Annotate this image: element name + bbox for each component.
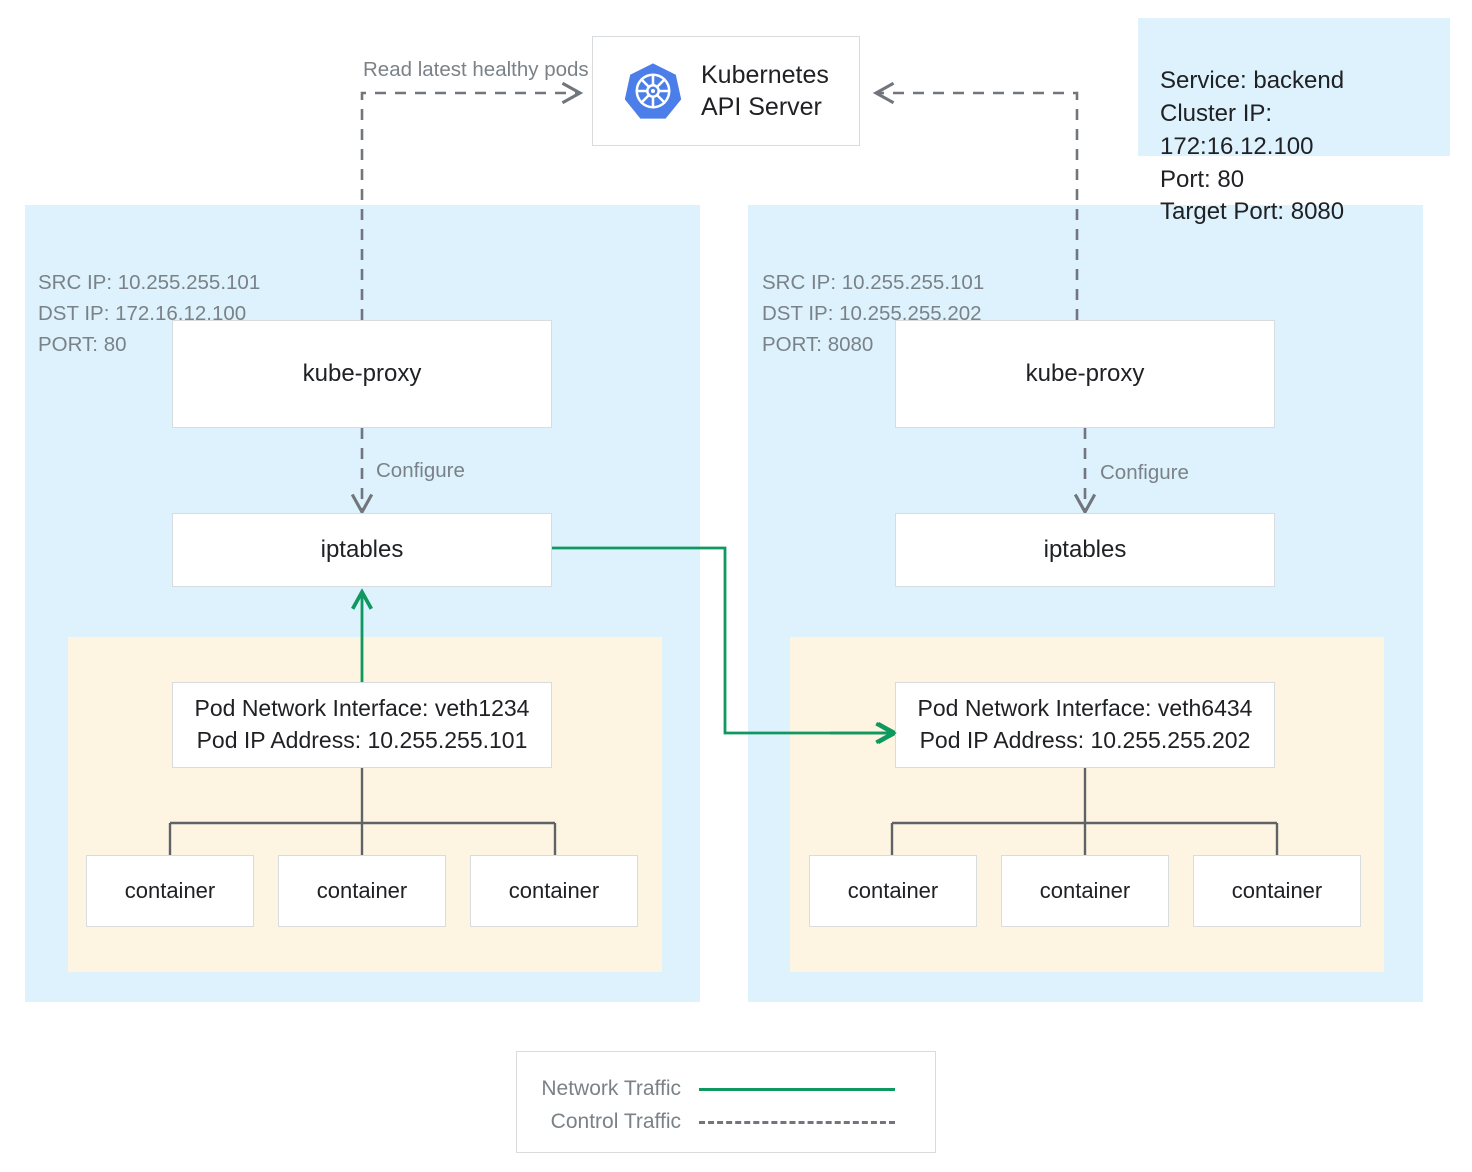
iptables-label-left: iptables — [320, 536, 404, 563]
container-box-left-1[interactable]: container — [86, 855, 254, 927]
legend-swatch-network-traffic — [699, 1087, 895, 1091]
service-info-box: Service: backend Cluster IP: 172:16.12.1… — [1138, 18, 1450, 225]
pod-info-label-right: Pod Network Interface: veth6434 Pod IP A… — [917, 695, 1253, 753]
kube-proxy-label-right: kube-proxy — [1025, 360, 1145, 387]
read-latest-healthy-pods-label: Read latest healthy pods — [363, 58, 589, 82]
node-right-meta: SRC IP: 10.255.255.101 DST IP: 10.255.25… — [762, 236, 984, 361]
node-right-meta-text: SRC IP: 10.255.255.101 DST IP: 10.255.25… — [762, 271, 985, 357]
iptables-box-right[interactable]: iptables — [895, 513, 1275, 587]
configure-label-right: Configure — [1100, 461, 1189, 485]
container-box-right-2[interactable]: container — [1001, 855, 1169, 927]
container-box-left-2[interactable]: container — [278, 855, 446, 927]
node-left-meta: SRC IP: 10.255.255.101 DST IP: 172.16.12… — [38, 236, 260, 361]
container-box-left-3[interactable]: container — [470, 855, 638, 927]
kube-proxy-box-right[interactable]: kube-proxy — [895, 320, 1275, 428]
node-left-meta-text: SRC IP: 10.255.255.101 DST IP: 172.16.12… — [38, 271, 261, 357]
container-label: container — [508, 878, 600, 904]
container-box-right-3[interactable]: container — [1193, 855, 1361, 927]
read-pods-text: Read latest healthy pods — [363, 58, 589, 81]
pod-network-interface-box-left[interactable]: Pod Network Interface: veth1234 Pod IP A… — [172, 682, 552, 768]
legend-row-control-traffic: Control Traffic — [531, 1110, 895, 1134]
container-box-right-1[interactable]: container — [809, 855, 977, 927]
container-label: container — [1039, 878, 1131, 904]
iptables-box-left[interactable]: iptables — [172, 513, 552, 587]
api-server-label: Kubernetes API Server — [701, 60, 829, 122]
configure-left-text: Configure — [376, 459, 465, 482]
kubernetes-api-server-box[interactable]: Kubernetes API Server — [592, 36, 860, 146]
pod-network-interface-box-right[interactable]: Pod Network Interface: veth6434 Pod IP A… — [895, 682, 1275, 768]
container-label: container — [1231, 878, 1323, 904]
container-label: container — [847, 878, 939, 904]
kube-proxy-label-left: kube-proxy — [302, 360, 422, 387]
kube-proxy-box-left[interactable]: kube-proxy — [172, 320, 552, 428]
legend-row-network-traffic: Network Traffic — [531, 1077, 895, 1101]
service-info-text: Service: backend Cluster IP: 172:16.12.1… — [1160, 66, 1345, 226]
pod-info-label-left: Pod Network Interface: veth1234 Pod IP A… — [194, 695, 530, 753]
kubernetes-logo — [623, 61, 683, 121]
legend-label-control-traffic: Control Traffic — [550, 1110, 681, 1133]
container-label: container — [316, 878, 408, 904]
legend-label-network-traffic: Network Traffic — [541, 1077, 681, 1100]
container-label: container — [124, 878, 216, 904]
legend-box: Network Traffic Control Traffic — [516, 1051, 936, 1153]
legend-swatch-control-traffic — [699, 1120, 895, 1124]
iptables-label-right: iptables — [1043, 536, 1127, 563]
configure-label-left: Configure — [376, 459, 465, 483]
configure-right-text: Configure — [1100, 461, 1189, 484]
